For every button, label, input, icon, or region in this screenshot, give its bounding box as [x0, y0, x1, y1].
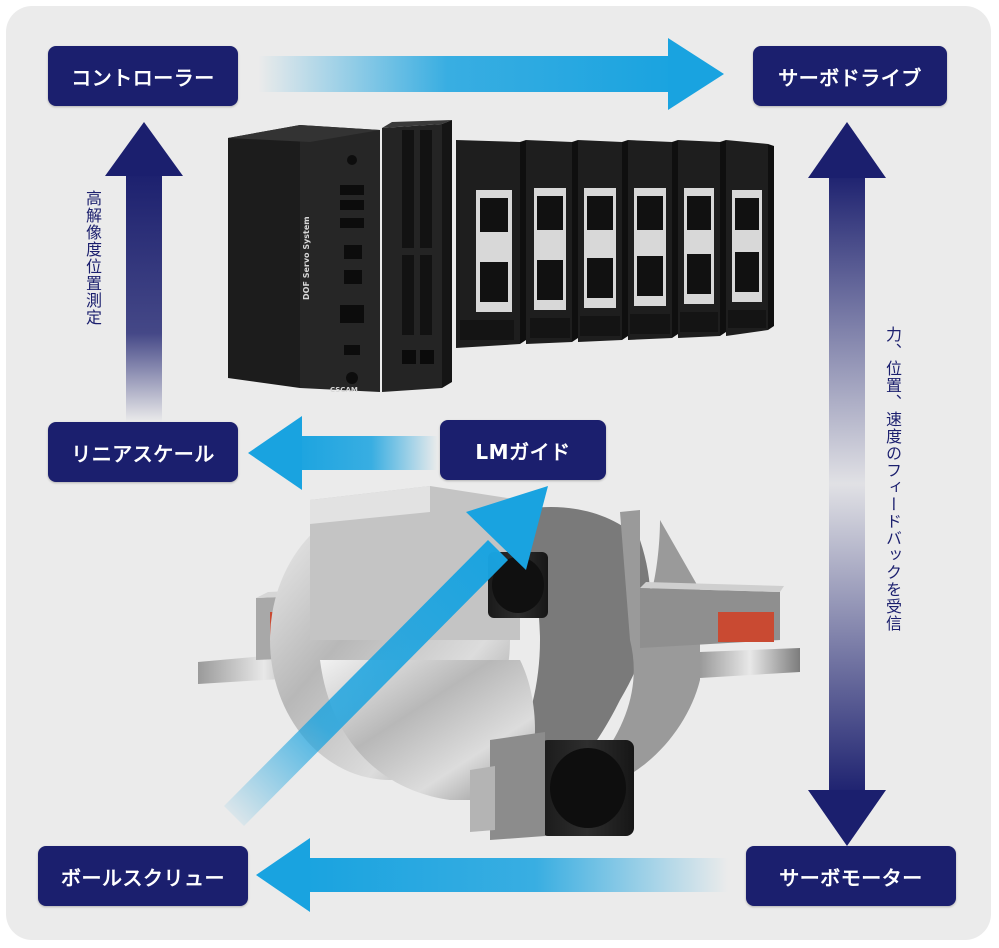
label-high-resolution-position-measurement: 高解像度位置測定 — [83, 190, 102, 326]
controller-hardware-illustration — [228, 120, 774, 392]
arrow-lm-guide-to-linear-scale — [248, 416, 438, 490]
node-servo-motor: サーボモーター — [746, 846, 956, 906]
arrow-drive-motor-feedback — [808, 122, 886, 846]
node-linear-scale: リニアスケール — [48, 422, 238, 482]
product-label: DOF Servo System — [302, 216, 311, 300]
node-servo-drive: サーボドライブ — [753, 46, 947, 106]
arrow-ball-screw-to-lm-guide — [224, 486, 548, 826]
arrow-linear-scale-to-controller — [105, 122, 183, 422]
stage-mechanism-illustration — [198, 486, 800, 840]
arrow-motor-to-ball-screw — [256, 838, 728, 912]
node-ball-screw: ボールスクリュー — [38, 846, 248, 906]
node-lm-guide: LMガイド — [440, 420, 606, 480]
node-controller: コントローラー — [48, 46, 238, 106]
brand-mark: CSCAM — [330, 386, 358, 394]
label-force-position-velocity-feedback: 力、位置、速度のフィードバックを受信 — [883, 326, 902, 632]
arrow-controller-to-servo-drive — [258, 38, 724, 110]
